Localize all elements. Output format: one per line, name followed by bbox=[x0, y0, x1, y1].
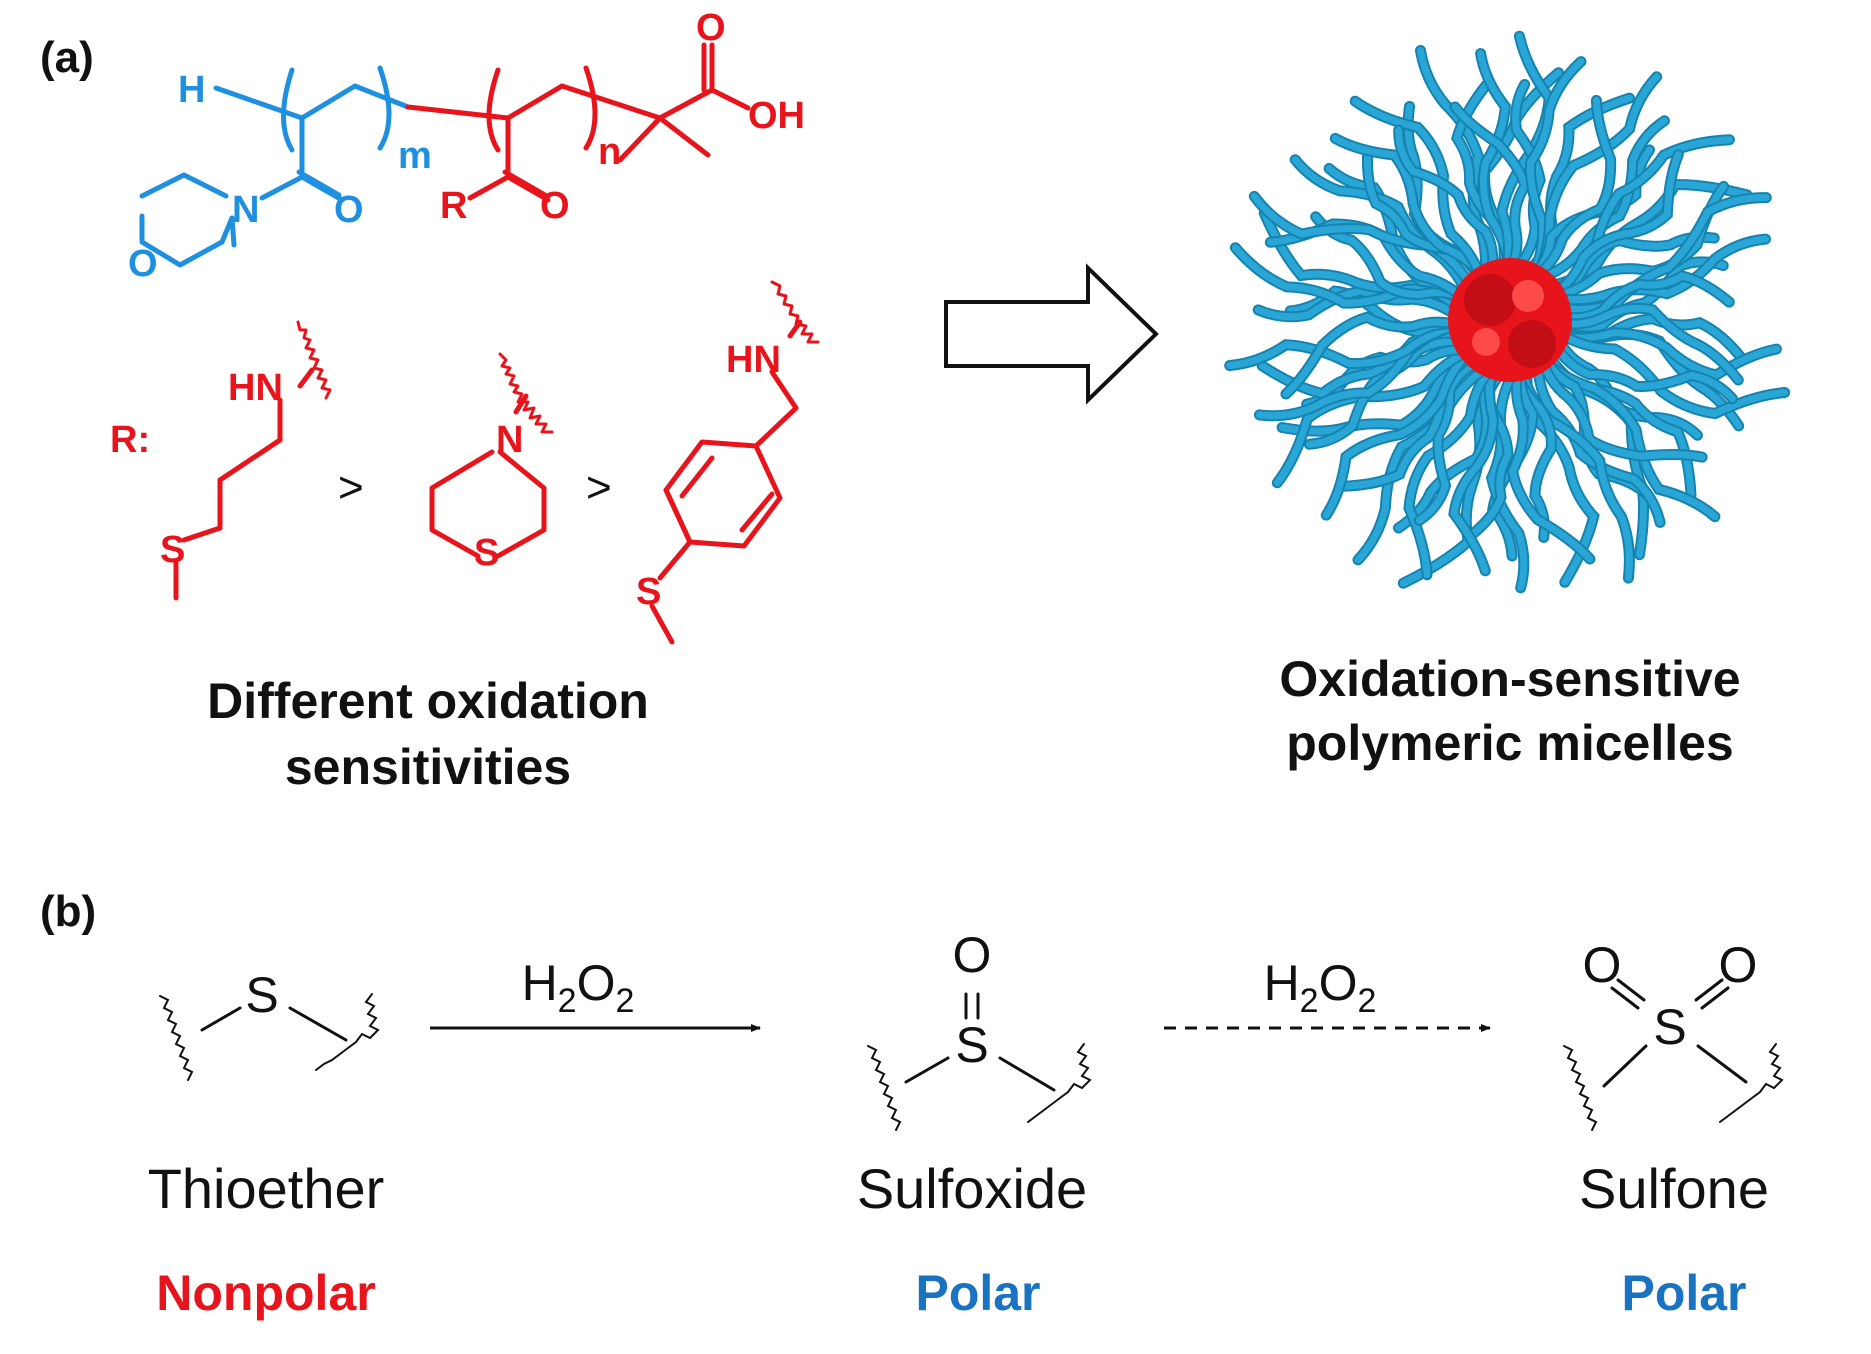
micelle-arm bbox=[1451, 103, 1529, 274]
micelle-arm bbox=[1312, 213, 1469, 303]
reagent-2-sub-1: 2 bbox=[1300, 982, 1319, 1020]
micelle-arm bbox=[1354, 362, 1494, 564]
micelle-arm bbox=[1554, 329, 1789, 418]
micelle-arm bbox=[1331, 134, 1487, 282]
caption-right-line-1: Oxidation-sensitive bbox=[1279, 651, 1740, 707]
micelle-arm bbox=[1549, 151, 1682, 299]
thioether-name: Thioether bbox=[148, 1157, 385, 1220]
micelle-arm bbox=[1531, 96, 1615, 281]
polymer-blue-atoms: H N O O m bbox=[128, 69, 432, 285]
r-groups-label: R: bbox=[110, 419, 150, 461]
micelle-arm bbox=[1556, 304, 1742, 384]
greater-than-1: > bbox=[338, 463, 364, 512]
atom-o-amide: O bbox=[334, 189, 364, 231]
caption-left-line-1: Different oxidation bbox=[207, 673, 649, 729]
atom-o-morpholine: O bbox=[128, 243, 158, 285]
micelle-core bbox=[1448, 258, 1572, 382]
reagent-2-h: H bbox=[1264, 955, 1300, 1011]
micelle-arm bbox=[1508, 365, 1594, 563]
atom-n-2: N bbox=[496, 419, 523, 461]
atom-h: H bbox=[178, 69, 205, 111]
r-group-3-atoms: HN S bbox=[636, 339, 781, 613]
atom-hn-1: HN bbox=[228, 367, 283, 409]
atom-s-1: S bbox=[160, 529, 185, 571]
micelle-arm bbox=[1405, 363, 1496, 579]
panel-b-label: (b) bbox=[40, 887, 96, 936]
sulfone-name: Sulfone bbox=[1579, 1157, 1769, 1220]
sulfone-o-atom-right: O bbox=[1719, 937, 1758, 993]
micelle-arm bbox=[1278, 346, 1474, 435]
thioether-s-atom: S bbox=[245, 967, 278, 1023]
micelle-arm bbox=[1351, 97, 1485, 283]
r-group-1-atoms: HN S bbox=[160, 367, 283, 571]
hollow-arrow bbox=[944, 263, 1159, 405]
sulfone-polarity: Polar bbox=[1621, 1265, 1746, 1321]
panel-a-label: (a) bbox=[40, 33, 94, 82]
micelle-arm bbox=[1415, 357, 1485, 524]
micelle-illustration bbox=[1224, 30, 1791, 594]
micelle-arm bbox=[1305, 337, 1469, 448]
reagent-2: H2O2 bbox=[1264, 955, 1377, 1020]
subscript-m: m bbox=[398, 135, 432, 177]
polymer-red-block bbox=[405, 42, 751, 203]
micelle-arm bbox=[1526, 58, 1585, 279]
reagent-1-o: O bbox=[577, 955, 616, 1011]
atom-o-acid: O bbox=[696, 7, 726, 49]
sulfone-o-atom-left: O bbox=[1583, 937, 1622, 993]
sulfoxide-structure bbox=[867, 992, 1092, 1131]
micelle-arm bbox=[1550, 340, 1736, 403]
micelle-arm bbox=[1226, 322, 1464, 369]
r-group-1-bonds bbox=[173, 320, 332, 601]
micelle-arm bbox=[1477, 50, 1513, 274]
r-group-2-atoms: N S bbox=[474, 419, 523, 574]
subscript-n: n bbox=[598, 131, 621, 173]
sulfoxide-polarity: Polar bbox=[915, 1265, 1040, 1321]
micelle-arm bbox=[1538, 354, 1706, 461]
micelle-arm bbox=[1554, 329, 1780, 379]
atom-hn-3: HN bbox=[726, 339, 781, 381]
micelle-arm bbox=[1395, 126, 1497, 278]
atom-oh: OH bbox=[748, 95, 805, 137]
thioether-structure bbox=[159, 993, 380, 1081]
micelle-arm bbox=[1534, 358, 1664, 526]
atom-s-2: S bbox=[474, 532, 499, 574]
polymer-blue-block bbox=[139, 65, 411, 268]
caption-right-line-2: polymeric micelles bbox=[1286, 715, 1733, 771]
atom-o-ester: O bbox=[540, 185, 570, 227]
micelle-arm bbox=[1450, 363, 1497, 575]
r-group-3-bonds bbox=[649, 280, 820, 645]
micelle-arm bbox=[1322, 347, 1475, 519]
atom-r: R bbox=[440, 185, 467, 227]
micelle-arm bbox=[1556, 272, 1733, 322]
sulfoxide-o-atom: O bbox=[953, 927, 992, 983]
sulfoxide-name: Sulfoxide bbox=[857, 1157, 1087, 1220]
reagent-1-sub-1: 2 bbox=[558, 982, 577, 1020]
micelle-arm bbox=[1535, 117, 1668, 283]
reagent-1: H2O2 bbox=[522, 955, 635, 1020]
atom-n-morpholine: N bbox=[232, 189, 259, 231]
micelle-arm bbox=[1551, 235, 1769, 304]
thioether-polarity: Nonpolar bbox=[156, 1265, 375, 1321]
sulfone-structure bbox=[1563, 978, 1784, 1131]
micelle-shell-arms bbox=[1224, 30, 1791, 594]
reagent-2-sub-2: 2 bbox=[1358, 982, 1377, 1020]
polymer-red-atoms: R O n O OH bbox=[440, 7, 805, 227]
micelle-arm bbox=[1512, 81, 1544, 274]
sulfone-s-atom: S bbox=[1653, 999, 1686, 1055]
greater-than-2: > bbox=[586, 463, 612, 512]
reagent-2-o: O bbox=[1319, 955, 1358, 1011]
micelle-arm bbox=[1488, 366, 1528, 592]
reagent-1-h: H bbox=[522, 955, 558, 1011]
caption-left-line-2: sensitivities bbox=[285, 739, 571, 795]
r-group-2-bonds bbox=[429, 352, 554, 559]
reagent-1-sub-2: 2 bbox=[616, 982, 635, 1020]
atom-s-3: S bbox=[636, 571, 661, 613]
sulfoxide-s-atom: S bbox=[955, 1017, 988, 1073]
micelle-arm bbox=[1254, 287, 1464, 322]
micelle-arm bbox=[1282, 313, 1464, 398]
